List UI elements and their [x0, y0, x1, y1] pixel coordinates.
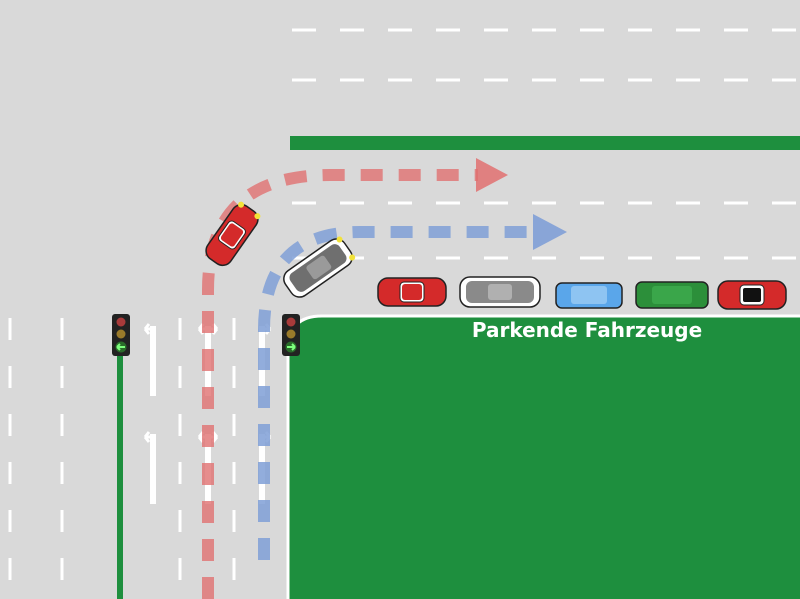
right-arrow-signal-icon	[287, 343, 296, 351]
parked-red-car-1	[377, 277, 447, 307]
parked-green-van	[635, 281, 709, 309]
parked-gray-car	[459, 276, 541, 308]
blue-path-arrowhead	[533, 214, 567, 250]
left-median-strip	[117, 352, 123, 599]
grass-area	[288, 316, 800, 599]
parked-blue-van	[555, 282, 623, 309]
left-arrow-signal-icon	[116, 343, 125, 351]
right-traffic-light	[282, 314, 300, 356]
left-arrow-icon	[143, 431, 156, 504]
blue-turn-path	[258, 214, 567, 560]
left-arrow-icon	[143, 323, 156, 396]
median-strip	[290, 136, 800, 150]
red-turn-path	[202, 158, 508, 599]
turning-gray-car	[283, 236, 356, 298]
red-path-arrowhead	[476, 158, 508, 192]
parked-red-car-2	[717, 280, 787, 310]
parked-vehicles-label: Parkende Fahrzeuge	[472, 318, 702, 342]
turning-red-car	[205, 201, 261, 267]
lane-markings-top	[292, 28, 800, 260]
left-traffic-light	[112, 314, 130, 356]
